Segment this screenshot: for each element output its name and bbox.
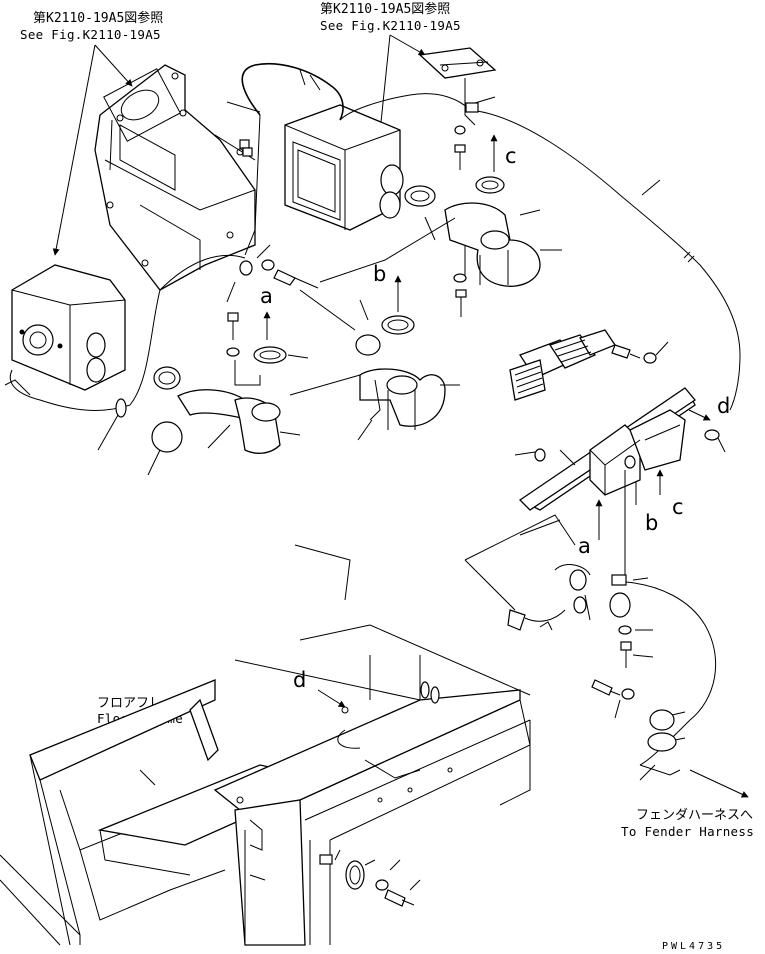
letter-a-lower: a — [578, 534, 591, 558]
leader-arrow-icon — [52, 34, 749, 798]
left-bolt-stack-a — [226, 312, 309, 386]
ref-top-left-jp: 第K2110-19A5図参照 — [33, 10, 163, 26]
drawing-code: PWL4735 — [662, 941, 725, 952]
duct-elbow-c — [444, 202, 562, 317]
letter-b-upper: b — [373, 262, 386, 286]
left-heater-box — [11, 264, 126, 391]
bolt-stack-c — [454, 96, 505, 194]
letter-d-upper: d — [717, 394, 730, 418]
fender-jp: フェンダハーネスへ — [636, 808, 753, 823]
frame-wiring — [294, 544, 351, 601]
duct-elbow-b — [319, 217, 460, 441]
letter-d-lower: d — [293, 668, 306, 692]
right-screws — [611, 341, 726, 453]
vent-louvers — [509, 329, 616, 401]
ref-top-left-en: See Fig.K2110-19A5 — [20, 27, 161, 42]
upper-wiring — [226, 62, 471, 256]
ref-top-center-jp: 第K2110-19A5図参照 — [320, 1, 450, 17]
fender-en: To Fender Harness — [621, 824, 754, 839]
ref-top-center-en: See Fig.K2110-19A5 — [320, 18, 461, 33]
letter-c-lower: c — [672, 495, 684, 519]
floor-bolt-assembly — [319, 849, 421, 907]
vent-panel — [514, 387, 696, 511]
left-duct-assembly — [147, 366, 301, 476]
center-heater-box — [284, 104, 436, 231]
center-leaders — [289, 216, 436, 396]
letter-a-upper: a — [260, 284, 273, 308]
arrow-up-icon — [263, 134, 711, 540]
left-center-bolts — [226, 244, 319, 303]
floor-frame — [0, 624, 531, 946]
left-heater-wiring — [4, 254, 246, 451]
upper-bracket-frame — [94, 64, 256, 291]
letter-c-upper: c — [505, 144, 517, 168]
top-bracket-plate — [418, 47, 497, 126]
lower-right-harness — [591, 470, 717, 781]
switch-harness — [464, 514, 591, 631]
letter-b-lower: b — [645, 511, 658, 535]
main-harness — [469, 109, 741, 411]
